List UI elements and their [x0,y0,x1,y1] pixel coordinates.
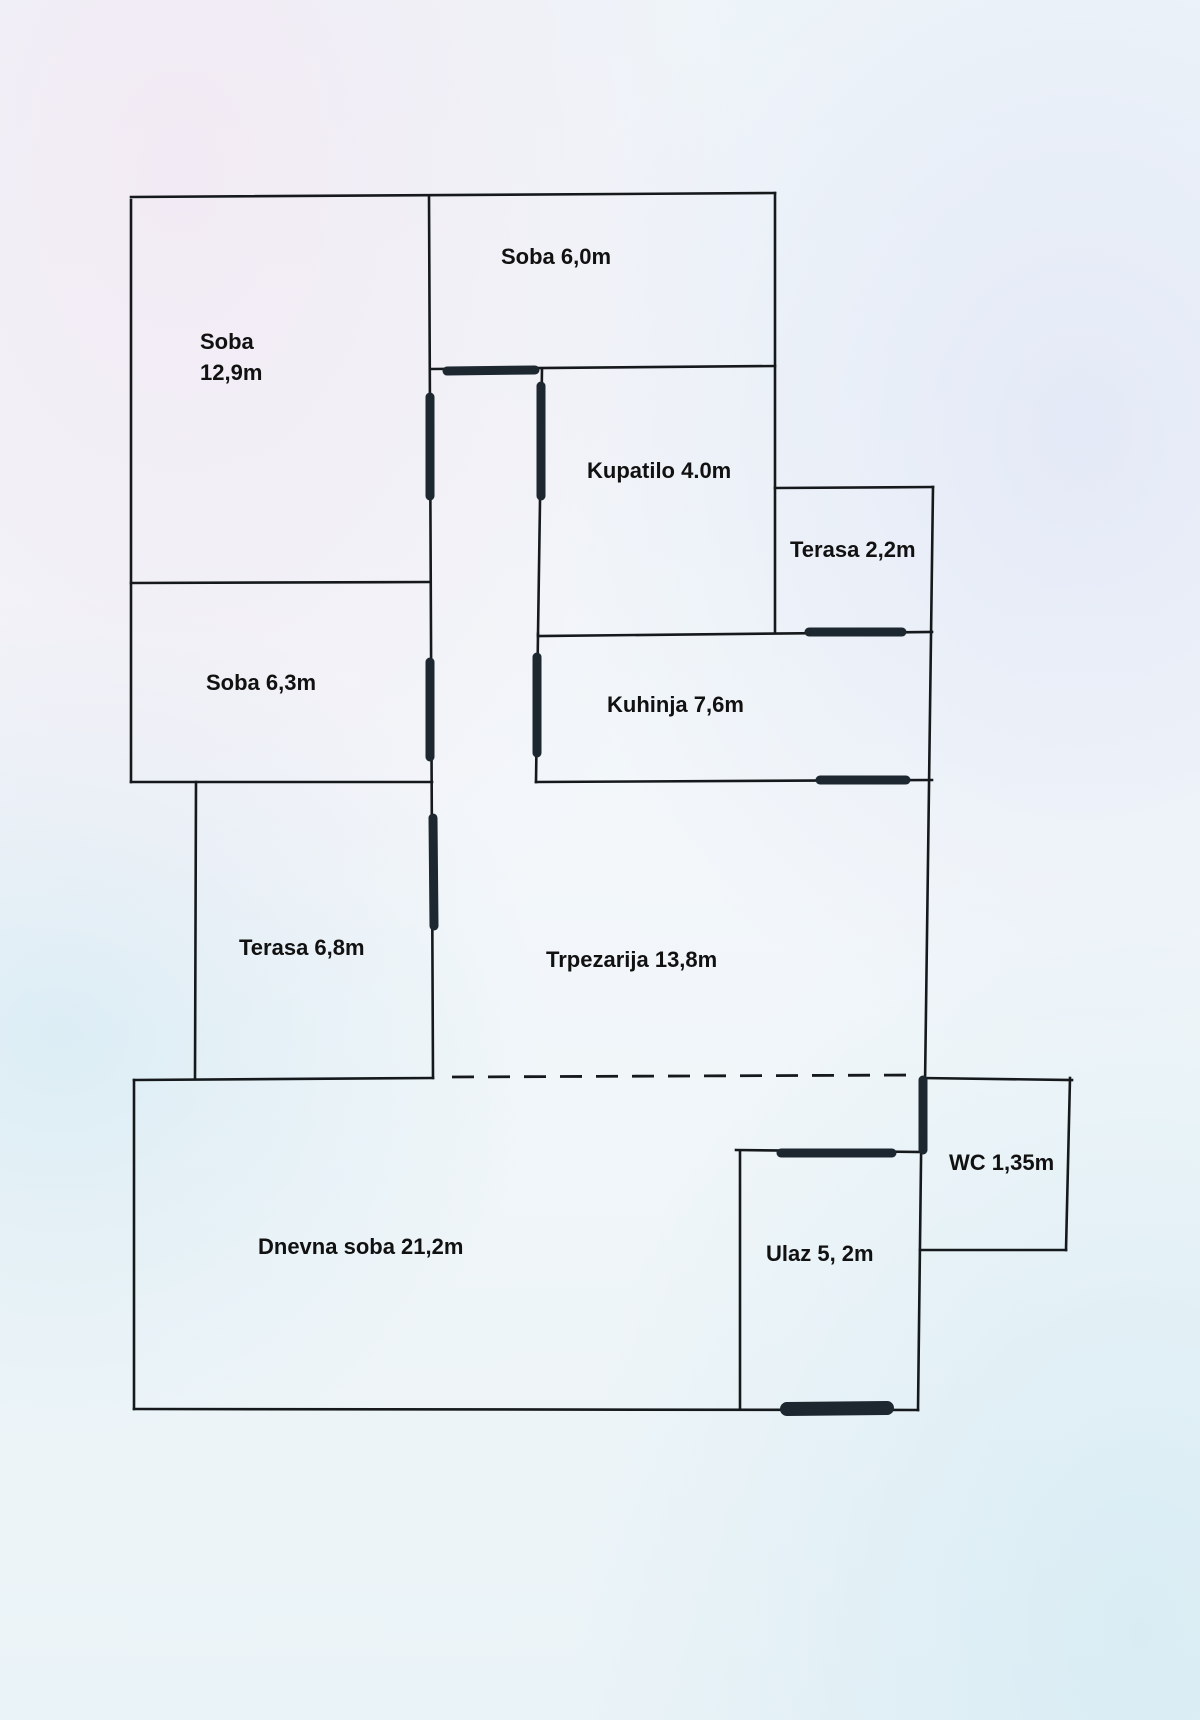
open-boundary-dashed [451,1073,916,1079]
room-label-soba-60: Soba 6,0m [501,244,612,269]
wall-soba-divider [129,580,432,585]
room-label-soba-129-area: 12,9m [200,359,263,385]
room-label-soba-129-name: Soba [200,329,254,354]
wall-terasa-68-left [193,780,198,1080]
room-label-soba-63: Soba 6,3m [206,670,317,695]
wall-top [129,191,777,199]
walls [129,191,1074,1412]
room-label-trpezarija: Trpezarija 13,8m [546,947,718,972]
wall-right-outer [923,485,935,1087]
room-label-terasa-22: Terasa 2,2m [790,537,916,562]
room-label-kuhinja: Kuhinja 7,6m [607,692,744,717]
wall-corridor-left [427,194,435,1080]
door-terasa-68 [428,813,439,931]
room-label-terasa-68: Terasa 6,8m [239,935,365,960]
wall-wc-top [920,1076,1074,1082]
door-entrance [780,1401,894,1416]
room-label-kupatilo: Kupatilo 4.0m [587,458,732,483]
doors [425,365,928,1416]
wall-terasa-68-bottom [132,1076,435,1082]
room-label-wc: WC 1,35m [949,1150,1055,1175]
wall-wc-right [1064,1076,1072,1252]
room-label-soba-129: Soba 12,9m [200,327,262,389]
room-label-dnevna-soba: Dnevna soba 21,2m [258,1234,464,1259]
door-soba-60 [442,365,540,376]
wall-terasa-22-top [773,485,935,490]
room-label-ulaz: Ulaz 5, 2m [766,1241,874,1266]
